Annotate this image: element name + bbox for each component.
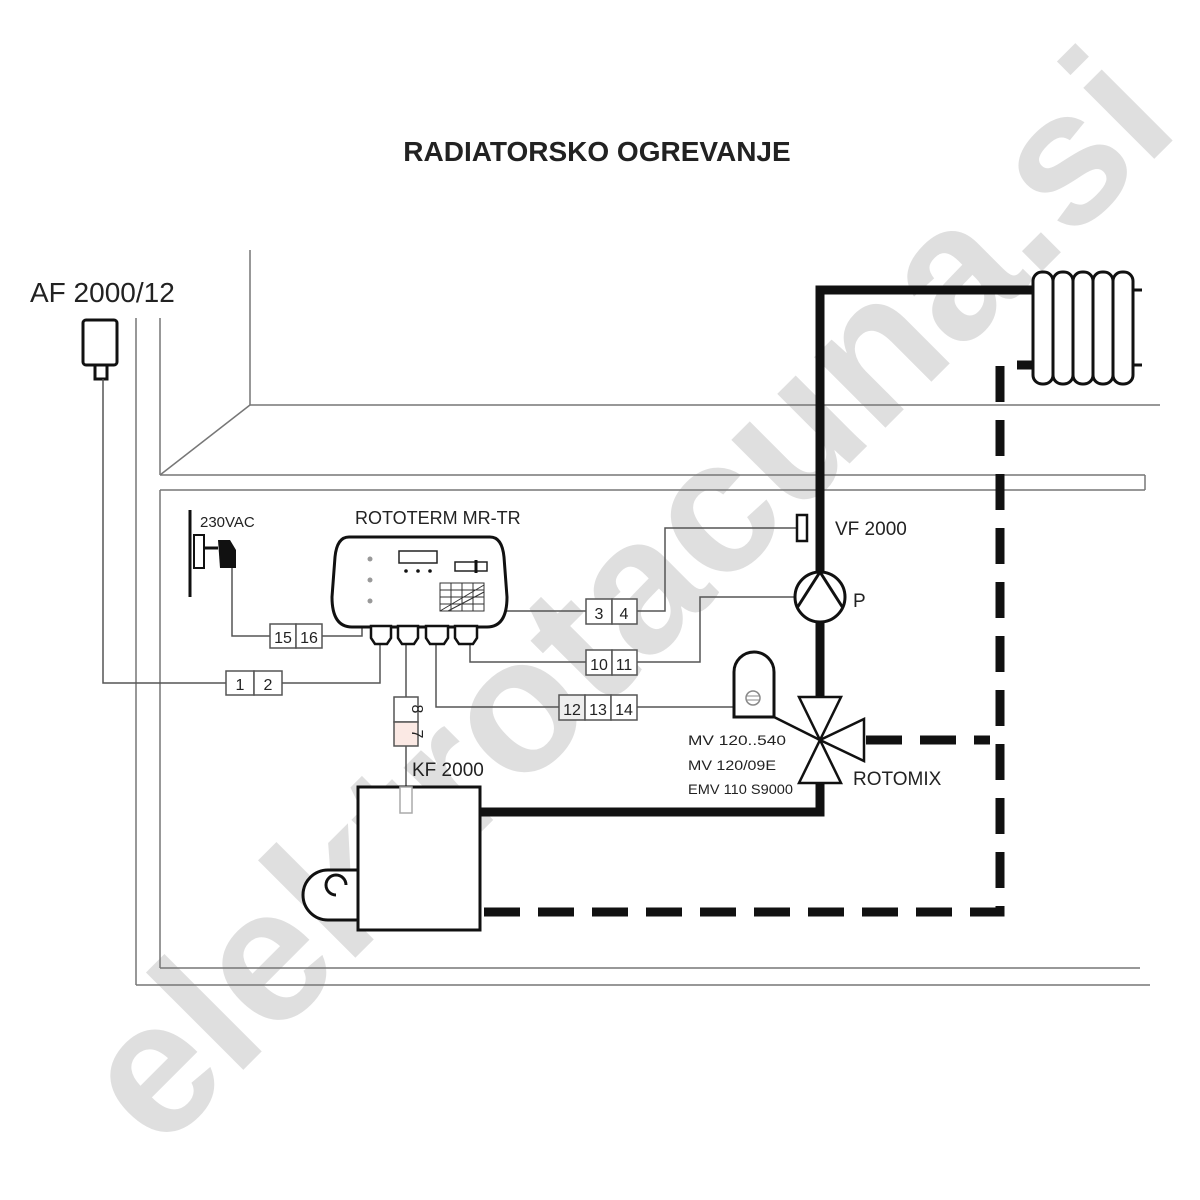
flow-sensor-icon xyxy=(795,513,809,543)
radiator-icon xyxy=(1031,270,1142,386)
terminal-15-16: 15 16 xyxy=(269,623,323,649)
controller-label: ROTOTERM MR-TR xyxy=(355,508,521,528)
power-label: 230VAC xyxy=(200,514,255,531)
mixing-valve-icon xyxy=(796,695,866,785)
svg-text:elektrotacuna.si: elektrotacuna.si xyxy=(38,10,1200,1183)
svg-text:2: 2 xyxy=(264,677,273,694)
power-plug-icon xyxy=(188,510,236,597)
svg-text:12: 12 xyxy=(563,702,581,719)
svg-text:3: 3 xyxy=(595,606,604,623)
room-walls xyxy=(135,250,1160,986)
flow-sensor-label: VF 2000 xyxy=(835,519,907,540)
actuator-models: MV 120..540 MV 120/09E EMV 110 S9000 xyxy=(688,732,793,797)
pump-icon xyxy=(793,570,847,624)
svg-text:15: 15 xyxy=(274,630,292,647)
svg-text:MV 120..540: MV 120..540 xyxy=(688,732,786,748)
svg-text:10: 10 xyxy=(590,657,608,674)
terminal-3-4: 3 4 xyxy=(585,598,638,625)
terminal-7-8: 8 7 xyxy=(393,696,425,747)
pipes xyxy=(480,285,1035,917)
svg-text:1: 1 xyxy=(236,677,245,694)
boiler-icon xyxy=(301,785,482,932)
boiler-sensor-label: KF 2000 xyxy=(412,760,484,781)
svg-text:16: 16 xyxy=(300,630,318,647)
cable-glands xyxy=(369,624,479,646)
diagram-title: RADIATORSKO OGREVANJE xyxy=(403,136,790,167)
svg-text:8: 8 xyxy=(408,705,425,714)
watermark-logo: elektrotacuna.si xyxy=(38,10,1200,1183)
terminal-10-11: 10 11 xyxy=(585,649,638,676)
svg-text:13: 13 xyxy=(589,702,607,719)
mixer-label: ROTOMIX xyxy=(853,769,942,790)
actuator-icon xyxy=(732,650,821,742)
svg-text:EMV 110 S9000: EMV 110 S9000 xyxy=(688,781,793,797)
svg-text:7: 7 xyxy=(408,730,425,739)
controller-unit xyxy=(330,535,509,646)
terminal-1-2: 1 2 xyxy=(225,670,283,696)
svg-text:MV 120/09E: MV 120/09E xyxy=(688,757,776,773)
svg-text:14: 14 xyxy=(615,702,633,719)
terminal-12-13-14: 12 13 14 xyxy=(558,694,638,721)
svg-text:4: 4 xyxy=(620,606,629,623)
pump-label: P xyxy=(853,591,866,612)
outdoor-sensor-icon xyxy=(81,318,119,381)
outdoor-sensor-label: AF 2000/12 xyxy=(30,277,175,308)
svg-text:11: 11 xyxy=(616,657,633,674)
